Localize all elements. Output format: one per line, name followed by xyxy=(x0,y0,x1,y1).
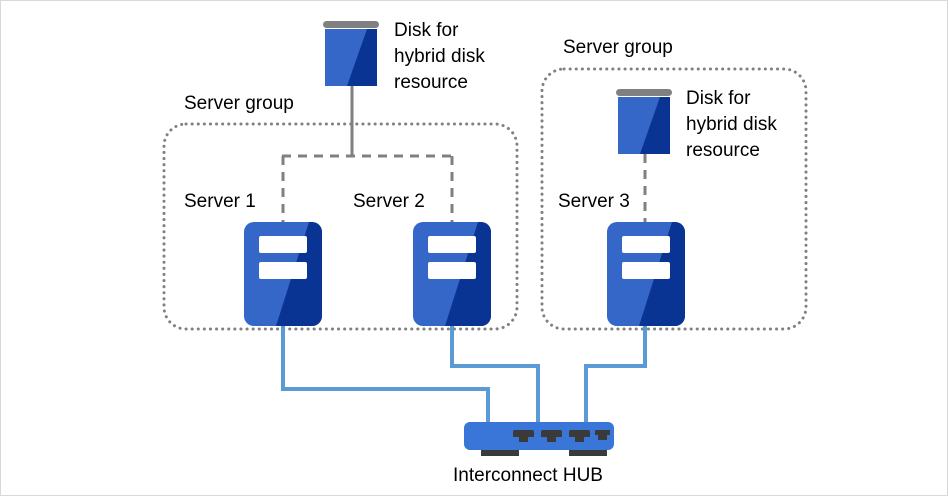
disk-right-label-line2: hybrid disk xyxy=(686,114,777,135)
disk-top-label-line3: resource xyxy=(394,72,468,93)
disk-right-icon xyxy=(616,89,672,154)
disk-right-label-line3: resource xyxy=(686,140,760,161)
server-2-label: Server 2 xyxy=(353,191,425,212)
link-server1-to-hub xyxy=(281,326,490,425)
server-2-icon xyxy=(413,222,491,326)
right-server-group-box xyxy=(540,67,808,331)
left-server-group-label: Server group xyxy=(184,93,294,114)
hub-foot-left xyxy=(481,447,519,456)
hub-foot-right xyxy=(569,447,607,456)
server-1-label: Server 1 xyxy=(184,191,256,212)
server-3-label: Server 3 xyxy=(558,191,630,212)
link-server2-to-hub xyxy=(450,326,540,425)
server-3-icon xyxy=(607,222,685,326)
left-server-group-box xyxy=(162,122,519,331)
link-server3-to-hub xyxy=(584,326,647,425)
disk-top-label-line2: hybrid disk xyxy=(394,46,485,67)
interconnect-hub-label: Interconnect HUB xyxy=(453,465,603,486)
hub-body xyxy=(464,422,614,450)
hub-ports xyxy=(513,430,610,442)
interconnect-hub-icon xyxy=(464,422,614,456)
server-1-icon xyxy=(244,222,322,326)
right-server-group-label: Server group xyxy=(563,37,673,58)
disk-top-label-line1: Disk for xyxy=(394,20,459,41)
disk-right-label-line1: Disk for xyxy=(686,88,751,109)
disk-top-icon xyxy=(323,21,379,86)
